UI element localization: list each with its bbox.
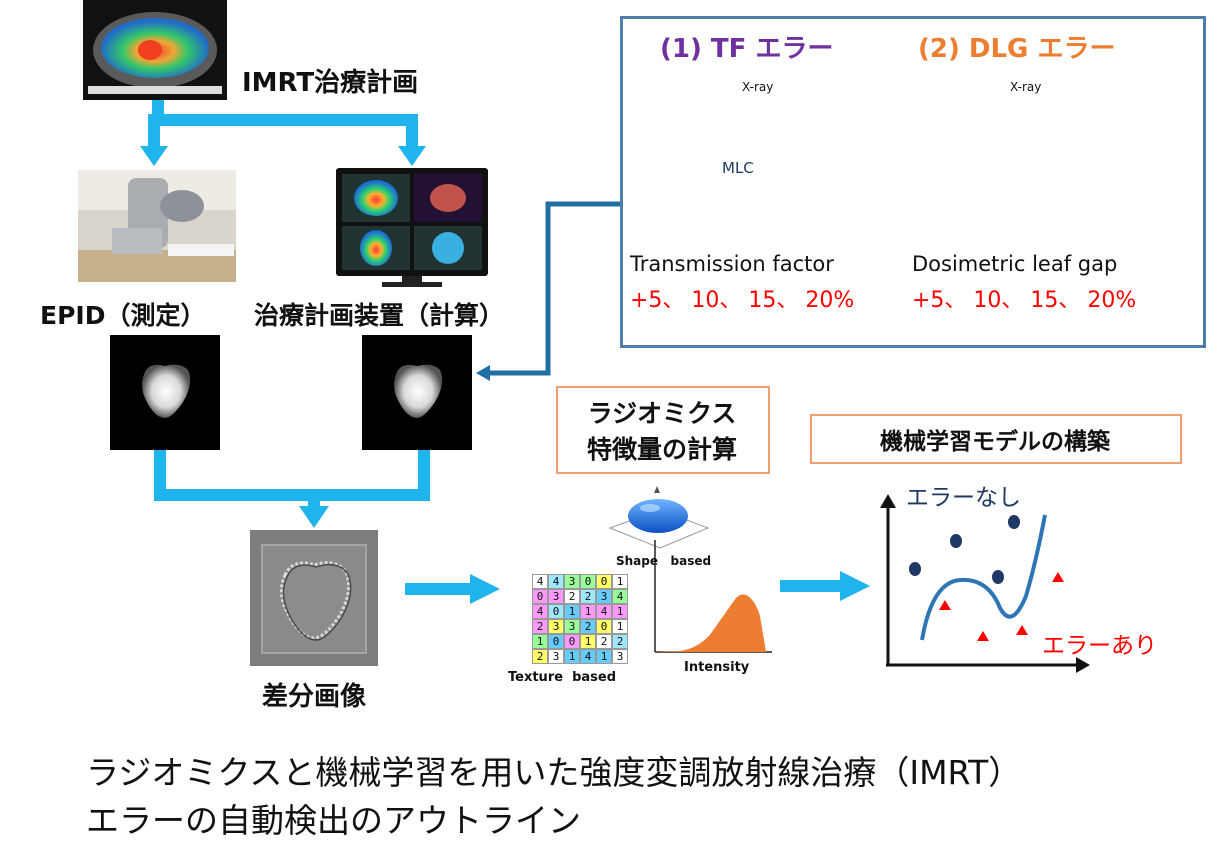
linac-photo (78, 170, 236, 282)
texture-cell: 1 (564, 649, 580, 664)
dlg-xray-label: X-ray (1010, 80, 1042, 94)
tps-label: 治療計画装置（計算） (254, 301, 505, 330)
texture-cell: 2 (580, 619, 596, 634)
texture-cell: 2 (564, 589, 580, 604)
radiomics-line2: 特徴量の計算 (586, 435, 737, 464)
texture-cell: 2 (532, 619, 548, 634)
texture-cell: 2 (612, 634, 628, 649)
difference-image-label: 差分画像 (262, 682, 367, 712)
texture-cell: 0 (564, 634, 580, 649)
texture-cell: 1 (580, 634, 596, 649)
intensity-histogram (654, 540, 772, 653)
tf-error-title: (1) TF エラー (660, 34, 834, 64)
difference-image (250, 530, 378, 666)
texture-cell: 0 (596, 619, 612, 634)
tf-name: Transmission factor (630, 252, 834, 276)
texture-cell: 4 (612, 589, 628, 604)
texture-cell: 3 (612, 649, 628, 664)
error-types-panel (620, 16, 1206, 348)
texture-cell: 2 (580, 589, 596, 604)
texture-based-label: Texture based (508, 670, 617, 685)
shape-based-label: Shape based (616, 554, 712, 568)
texture-cell: 0 (596, 574, 612, 589)
texture-cell: 3 (548, 619, 564, 634)
texture-cell: 1 (612, 604, 628, 619)
texture-cell: 2 (532, 649, 548, 664)
tf-values: +5、 10、 15、 20% (630, 288, 855, 313)
texture-cell: 4 (532, 604, 548, 619)
texture-cell: 3 (564, 574, 580, 589)
shape-based-figure (608, 486, 710, 549)
intensity-label: Intensity (684, 660, 750, 675)
texture-cell: 1 (612, 574, 628, 589)
with-error-label: エラーあり (1042, 633, 1157, 659)
caption-line2: エラーの自動検出のアウトライン (86, 801, 581, 840)
texture-cell: 4 (580, 649, 596, 664)
ct-plan-image (83, 0, 227, 100)
radiomics-box (556, 386, 770, 474)
caption-line1: ラジオミクスと機械学習を用いた強度変調放射線治療（IMRT） (86, 753, 1022, 792)
tps-monitor (336, 168, 488, 287)
dlg-error-title: (2) DLG エラー (918, 34, 1116, 64)
ml-scatter-plot (880, 494, 1090, 673)
radiomics-line1: ラジオミクス (587, 399, 737, 428)
epid-label: EPID（測定） (40, 301, 206, 330)
epid-image (110, 335, 220, 450)
texture-cell: 0 (532, 589, 548, 604)
texture-cell: 1 (564, 604, 580, 619)
texture-cell: 2 (596, 634, 612, 649)
texture-cell: 4 (548, 574, 564, 589)
texture-cell: 3 (596, 589, 612, 604)
plan-label: IMRT治療計画 (242, 68, 419, 98)
texture-cell: 3 (548, 649, 564, 664)
ml-model-box (810, 414, 1182, 464)
texture-cell: 4 (532, 574, 548, 589)
no-error-label: エラーなし (906, 485, 1021, 511)
texture-cell: 1 (580, 604, 596, 619)
texture-cell: 1 (532, 634, 548, 649)
with-error-points (939, 572, 1064, 641)
dlg-values: +5、 10、 15、 20% (912, 288, 1137, 313)
texture-cell: 1 (596, 649, 612, 664)
texture-cell: 1 (612, 619, 628, 634)
texture-cell: 3 (564, 619, 580, 634)
mlc-label: MLC (722, 159, 754, 177)
texture-cell: 4 (596, 604, 612, 619)
texture-cell: 0 (548, 604, 564, 619)
no-error-points (909, 515, 1020, 584)
error-connector (476, 201, 620, 381)
tps-image (362, 335, 472, 450)
texture-cell: 0 (580, 574, 596, 589)
texture-cell: 0 (548, 634, 564, 649)
ml-model-title: 機械学習モデルの構築 (880, 429, 1110, 455)
texture-cell: 3 (548, 589, 564, 604)
tf-xray-label: X-ray (742, 80, 774, 94)
dlg-name: Dosimetric leaf gap (912, 252, 1118, 276)
workflow-arrows (140, 100, 870, 604)
